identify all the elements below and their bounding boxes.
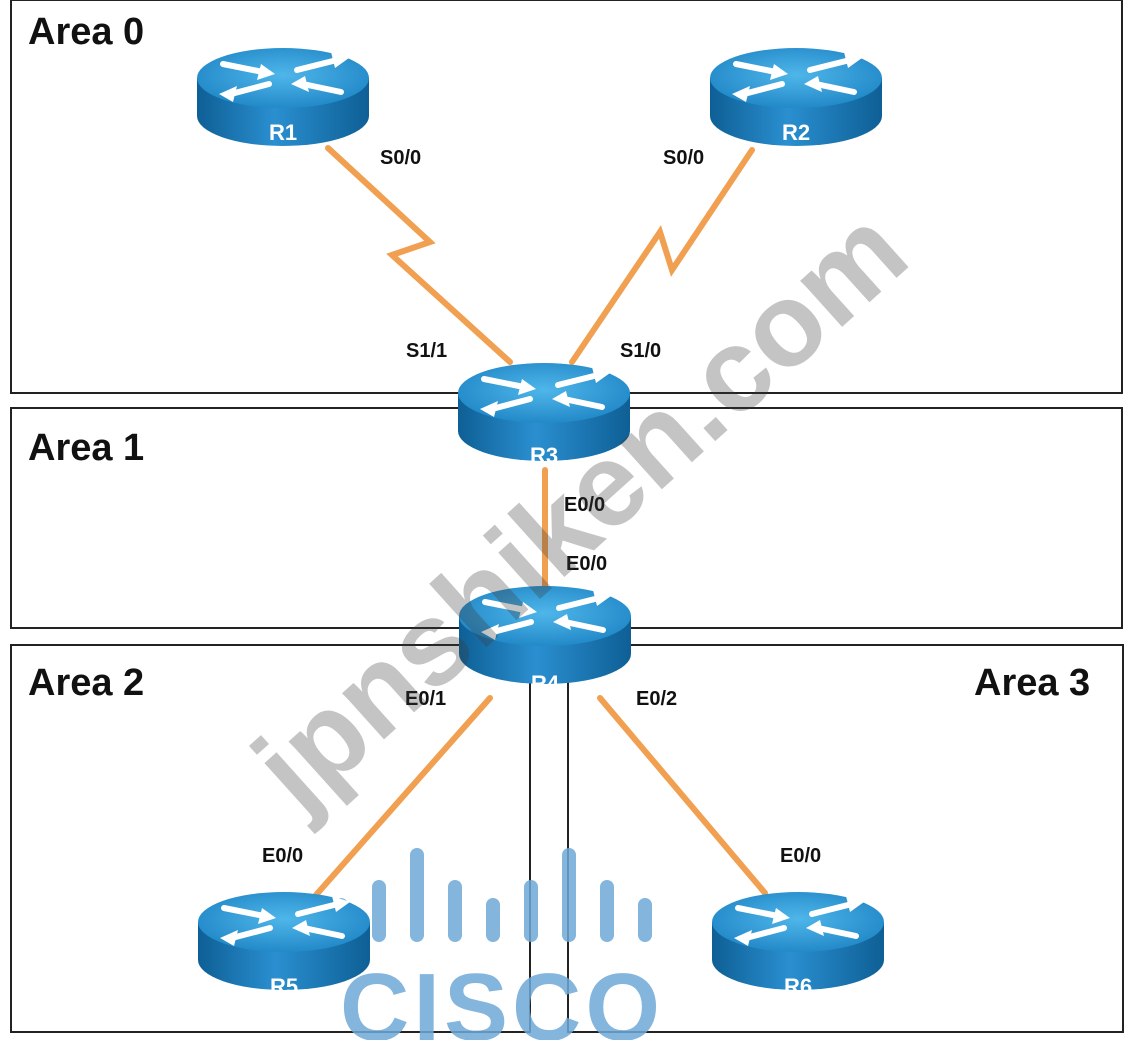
router-r3: R3 bbox=[458, 363, 630, 468]
area-2-box bbox=[10, 644, 531, 1033]
link-r2-r3 bbox=[569, 147, 755, 365]
router-r2-label: R2 bbox=[782, 120, 810, 145]
watermark-text: jpnshiken.com bbox=[228, 183, 932, 835]
port-r3-e00: E0/0 bbox=[564, 494, 605, 516]
port-r2-s00: S0/0 bbox=[663, 147, 704, 169]
cisco-bar-icon bbox=[638, 898, 652, 942]
port-r4-e00: E0/0 bbox=[566, 553, 607, 575]
area-0-label: Area 0 bbox=[28, 11, 144, 53]
cisco-bar-icon bbox=[448, 880, 462, 942]
router-r2: R2 bbox=[710, 48, 882, 146]
link-r4-r5 bbox=[313, 695, 493, 898]
router-r5: R5 bbox=[198, 892, 370, 999]
cisco-logo bbox=[334, 848, 652, 942]
router-r1: R1 bbox=[197, 48, 369, 146]
router-r4-label: R4 bbox=[531, 671, 560, 696]
cisco-bar-icon bbox=[372, 880, 386, 942]
router-r1-label: R1 bbox=[269, 120, 297, 145]
router-r6-label: R6 bbox=[784, 974, 812, 999]
cisco-bar-icon bbox=[486, 898, 500, 942]
area-0-box bbox=[10, 0, 1123, 394]
port-r5-e00: E0/0 bbox=[262, 845, 303, 867]
cisco-bar-icon bbox=[562, 848, 576, 942]
cisco-wordmark: CISCO bbox=[340, 954, 664, 1040]
router-r3-label: R3 bbox=[530, 443, 558, 468]
link-r4-r6 bbox=[597, 695, 768, 896]
port-r3-s10: S1/0 bbox=[620, 340, 661, 362]
port-r4-e01: E0/1 bbox=[405, 688, 446, 710]
port-r4-e02: E0/2 bbox=[636, 688, 677, 710]
router-r4: R4 bbox=[459, 586, 631, 696]
area-1-label: Area 1 bbox=[28, 427, 144, 469]
cisco-bar-icon bbox=[524, 880, 538, 942]
port-r6-e00: E0/0 bbox=[780, 845, 821, 867]
router-r6: R6 bbox=[712, 892, 884, 999]
area-2-label: Area 2 bbox=[28, 662, 144, 704]
port-r3-s11: S1/1 bbox=[406, 340, 447, 362]
cisco-bar-icon bbox=[600, 880, 614, 942]
area-3-label: Area 3 bbox=[974, 662, 1090, 704]
cisco-bar-icon bbox=[410, 848, 424, 942]
router-r5-label: R5 bbox=[270, 974, 298, 999]
area-3-box bbox=[567, 644, 1124, 1033]
port-r1-s00: S0/0 bbox=[380, 147, 421, 169]
link-r1-r3 bbox=[325, 145, 513, 365]
